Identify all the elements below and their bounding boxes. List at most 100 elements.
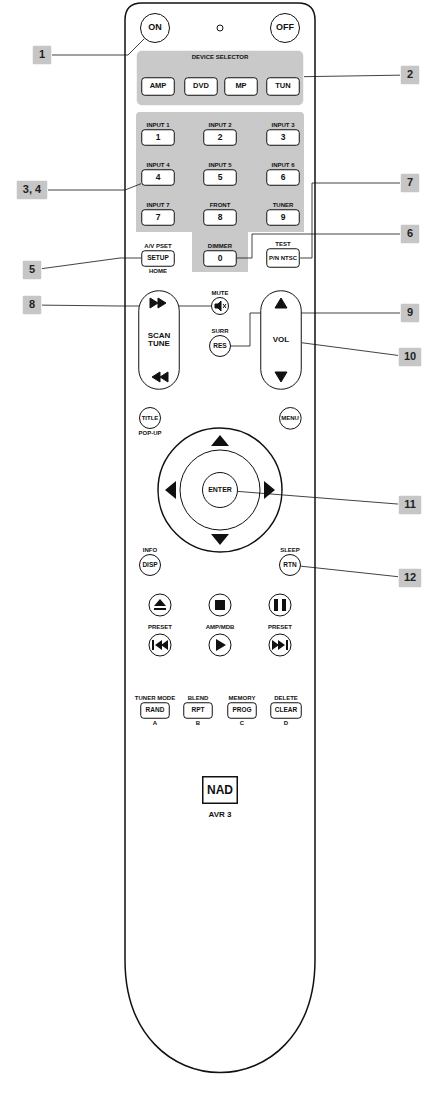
- leader-line: [302, 343, 398, 356]
- button-face: MP: [224, 77, 258, 96]
- button-face: RAND: [140, 702, 170, 719]
- button-label: MUTE: [211, 290, 230, 296]
- leader-line: [237, 234, 400, 258]
- button-text: RTN: [283, 562, 296, 569]
- key-button: 0DIMMER: [203, 250, 237, 267]
- leader-line: [304, 75, 400, 77]
- round-button: OFF: [270, 13, 300, 43]
- round-button: ENTER: [202, 472, 238, 508]
- round-button: MENU: [279, 407, 302, 430]
- button-face: RES: [209, 335, 231, 357]
- button-face: 8: [22, 295, 42, 315]
- button-icon: [215, 301, 226, 311]
- key-button: AMP: [141, 77, 175, 96]
- logo-box: NAD: [202, 776, 238, 804]
- callout-number: 12: [398, 568, 422, 588]
- button-text: RAND: [146, 707, 165, 714]
- button-face: 10: [398, 347, 422, 367]
- button-face: [211, 297, 229, 315]
- callout-text: 1: [39, 49, 45, 61]
- button-face: P/N NTSC: [266, 248, 300, 268]
- key-button: 6INPUT 6: [266, 169, 300, 186]
- button-text: 3: [281, 133, 286, 142]
- button-text: ENTER: [208, 486, 232, 493]
- button-face: 0: [203, 250, 237, 267]
- button-label: A: [152, 720, 158, 726]
- panel-title: DEVICE SELECTOR: [191, 54, 250, 60]
- callout-text: 5: [29, 264, 35, 276]
- key-button: 8FRONT: [203, 209, 237, 226]
- key-button: 3INPUT 3: [266, 129, 300, 146]
- button-face: ON: [140, 13, 170, 43]
- button-face: 4: [141, 169, 175, 186]
- round-button: RTNSLEEP: [279, 554, 301, 576]
- leader-line: [42, 305, 211, 307]
- button-face: 5: [22, 260, 42, 280]
- led: [217, 25, 223, 31]
- button-face: TUN: [266, 77, 300, 96]
- button-label: DELETE: [273, 695, 299, 701]
- button-face: 7: [141, 209, 175, 226]
- button-face: 3: [266, 129, 300, 146]
- round-button: RESSURR: [209, 335, 231, 357]
- key-button: PROGMEMORYC: [227, 702, 257, 719]
- leader-line: [301, 566, 398, 577]
- rocker-button: VOL: [260, 290, 302, 390]
- button-face: RTN: [279, 554, 301, 576]
- button-text: 0: [218, 254, 223, 263]
- button-face: 1: [32, 45, 52, 65]
- button-label: TUNER MODE: [134, 695, 176, 701]
- callout-number: 7: [400, 173, 420, 193]
- callout-number: 6: [400, 224, 420, 244]
- callout-text: 11: [404, 499, 416, 511]
- button-text: DVD: [193, 82, 209, 90]
- button-label: SURR: [210, 328, 229, 334]
- button-face: OFF: [270, 13, 300, 43]
- button-label: MEMORY: [228, 695, 257, 701]
- button-label: PRESET: [147, 624, 173, 630]
- button-face: 1: [141, 129, 175, 146]
- button-label: DIMMER: [207, 243, 233, 249]
- leader-line: [42, 258, 141, 269]
- round-button: DISPINFO: [139, 554, 161, 576]
- remote-body: [125, 3, 315, 1073]
- button-face: MENU: [279, 407, 302, 430]
- button-text: CLEAR: [275, 707, 297, 714]
- button-text: PROG: [232, 707, 251, 714]
- button-label: A/V PSET: [143, 243, 172, 249]
- button-face: 7: [400, 173, 420, 193]
- button-face: VOL: [260, 290, 302, 390]
- button-label: BLEND: [187, 695, 210, 701]
- number-panel: [136, 112, 304, 272]
- rocker-button: SCAN TUNE: [138, 290, 180, 390]
- key-button: 7INPUT 7: [141, 209, 175, 226]
- button-face: 6: [400, 224, 420, 244]
- button-text: MP: [235, 82, 246, 90]
- key-button: RANDTUNER MODEA: [140, 702, 170, 719]
- button-face: 2: [203, 129, 237, 146]
- button-face: ENTER: [202, 472, 238, 508]
- button-text: SCAN TUNE: [138, 332, 180, 349]
- key-button: 4INPUT 4: [141, 169, 175, 186]
- button-label: D: [283, 720, 289, 726]
- button-text: P/N NTSC: [267, 255, 299, 261]
- callout-number: 2: [400, 65, 420, 85]
- leader-line: [231, 313, 400, 346]
- button-face: NAD: [202, 776, 238, 804]
- button-text: RES: [213, 343, 226, 350]
- callout-number: 5: [22, 260, 42, 280]
- leader-line: [48, 184, 141, 190]
- button-text: VOL: [271, 336, 291, 344]
- button-face: PROG: [227, 702, 257, 719]
- button-face: 8: [203, 209, 237, 226]
- button-text: 4: [156, 173, 161, 182]
- button-text: OFF: [276, 23, 294, 32]
- button-label: PRESET: [267, 624, 293, 630]
- callout-number: 11: [398, 495, 422, 515]
- button-face: DVD: [184, 77, 218, 96]
- callout-number: 8: [22, 295, 42, 315]
- button-face: TITLE: [139, 407, 161, 429]
- key-button: SETUPA/V PSETHOME: [141, 250, 175, 267]
- button-label: TEST: [274, 241, 291, 247]
- button-face: 12: [398, 568, 422, 588]
